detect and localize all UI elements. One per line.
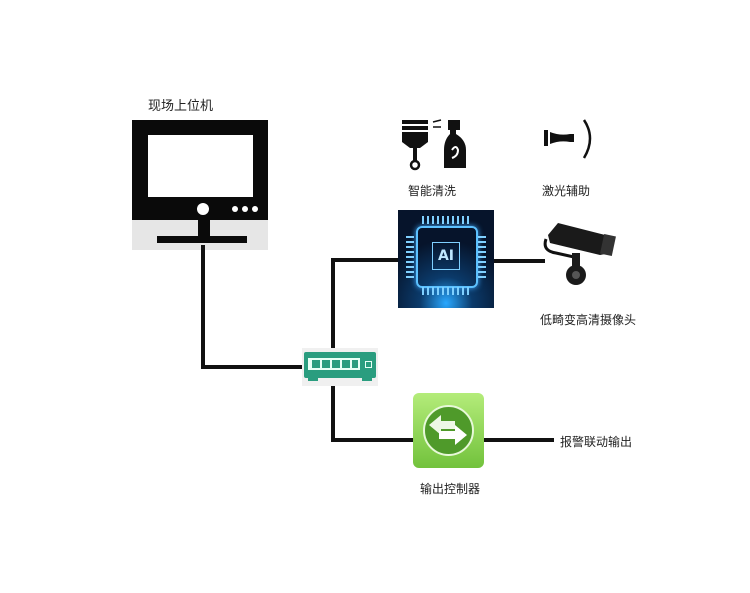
host-monitor-icon bbox=[132, 120, 268, 250]
camera-icon bbox=[543, 223, 616, 285]
alarm-output-label: 报警联动输出 bbox=[560, 435, 633, 449]
connector-line bbox=[484, 438, 554, 442]
camera-label: 低畸变高清摄像头 bbox=[540, 313, 637, 327]
cleaning-icon bbox=[402, 119, 466, 171]
connector-line bbox=[201, 245, 205, 369]
connector-line bbox=[331, 258, 335, 350]
connector-line bbox=[493, 259, 545, 263]
connector-line bbox=[331, 258, 399, 262]
ai-chip-icon: AI bbox=[398, 210, 494, 308]
ai-chip-text: AI bbox=[432, 242, 460, 270]
laser-label: 激光辅助 bbox=[542, 184, 591, 198]
network-switch-icon bbox=[302, 348, 378, 386]
connector-line bbox=[331, 438, 415, 442]
cleaning-label: 智能清洗 bbox=[408, 184, 457, 198]
connector-line bbox=[331, 385, 335, 442]
laser-icon bbox=[544, 119, 592, 159]
output-controller-icon bbox=[413, 393, 484, 468]
output-controller-label: 输出控制器 bbox=[420, 482, 481, 496]
connector-line bbox=[201, 365, 303, 369]
swap-arrows-icon bbox=[429, 415, 467, 445]
host-label: 现场上位机 bbox=[148, 99, 214, 114]
